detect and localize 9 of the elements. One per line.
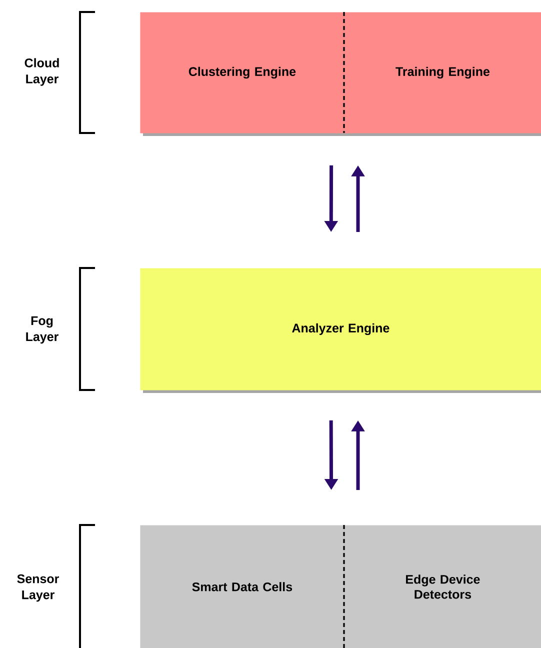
- layer-label: Cloud Layer: [24, 58, 59, 86]
- engine-box: Analyzer Engine: [140, 268, 541, 393]
- engine-box: Edge Device Detectors: [344, 525, 541, 648]
- engine-box: Smart Data Cells: [140, 525, 347, 648]
- engine-box: Training Engine: [344, 12, 541, 136]
- layer-label: Fog Layer: [26, 316, 58, 344]
- node-label: Clustering Engine: [188, 66, 296, 79]
- layer-label: Sensor Layer: [17, 574, 59, 602]
- engine-box: Clustering Engine: [140, 12, 347, 136]
